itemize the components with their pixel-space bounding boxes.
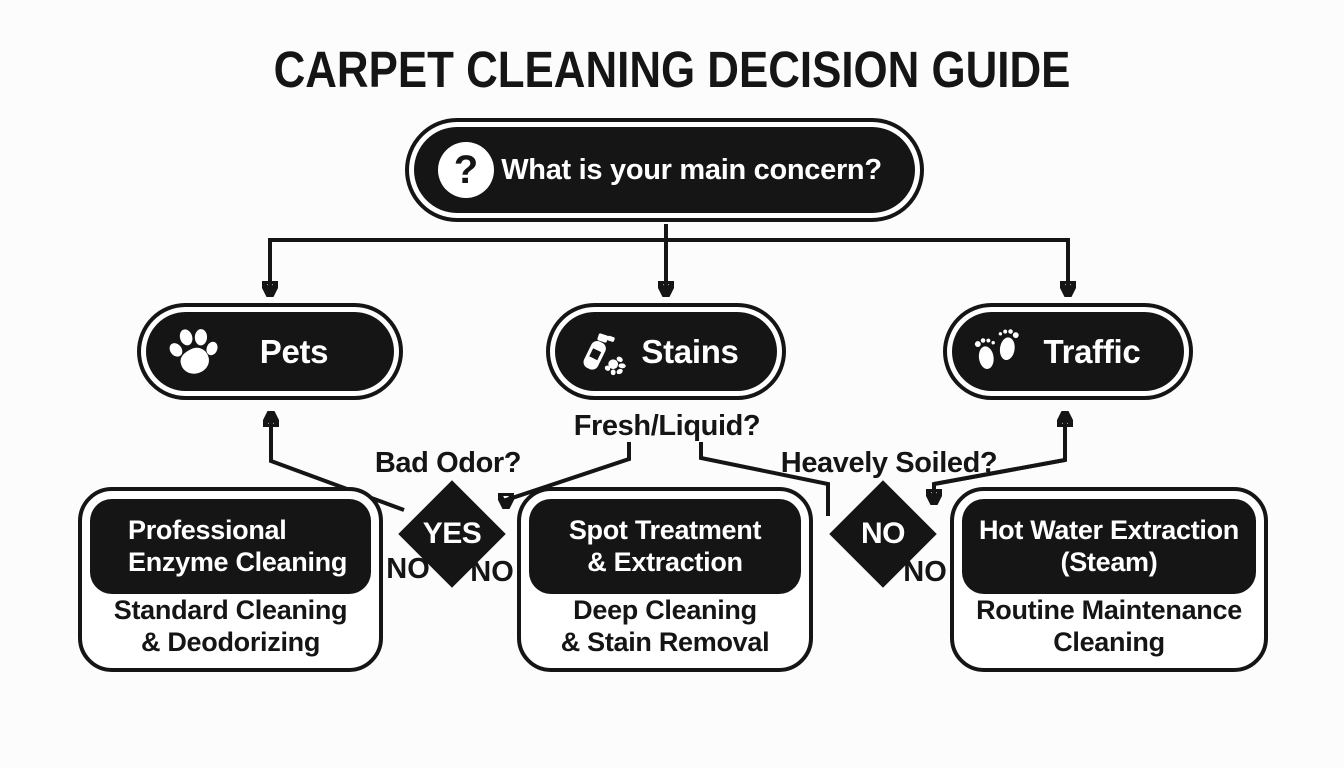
diamond-no-label: NO: [861, 517, 906, 550]
question-heavely-soiled: Heavely Soiled?: [780, 447, 998, 479]
question-fresh-liquid: Fresh/Liquid?: [573, 410, 761, 442]
footprints-icon: [974, 328, 1019, 369]
result-secondary: Routine Maintenance Cleaning: [976, 595, 1242, 657]
main-question-label: What is your main concern?: [501, 153, 882, 186]
paw-icon: [169, 328, 218, 374]
result-card-pets: Professional Enzyme Cleaning Standard Cl…: [78, 487, 383, 672]
question-bad-odor: Bad Odor?: [374, 447, 522, 479]
result-card-stains: Spot Treatment & Extraction Deep Cleanin…: [517, 487, 813, 672]
page-title: CARPET CLEANING DECISION GUIDE: [273, 41, 1071, 98]
no-label-right: NO: [470, 556, 514, 588]
stains-label: Stains: [641, 332, 739, 370]
result-primary: Spot Treatment & Extraction: [529, 499, 801, 594]
question-mark-icon: ?: [438, 142, 494, 198]
node-main-question: ? What is your main concern?: [405, 118, 924, 222]
result-card-traffic: Hot Water Extraction (Steam) Routine Mai…: [950, 487, 1268, 672]
result-primary: Hot Water Extraction (Steam): [962, 499, 1256, 594]
diamond-yes-label: YES: [422, 517, 482, 550]
node-traffic: Traffic: [943, 303, 1193, 400]
result-secondary: Deep Cleaning & Stain Removal: [560, 595, 770, 657]
no-label-right-2: NO: [903, 556, 947, 588]
result-primary: Professional Enzyme Cleaning: [90, 499, 371, 594]
no-label-left: NO: [386, 553, 430, 585]
result-secondary: Standard Cleaning & Deodorizing: [113, 595, 348, 657]
traffic-label: Traffic: [1043, 332, 1141, 370]
pets-label: Pets: [259, 332, 329, 370]
node-pets: Pets: [137, 303, 403, 400]
spray-bottle-icon: [583, 332, 626, 375]
node-stains: Stains: [546, 303, 786, 400]
